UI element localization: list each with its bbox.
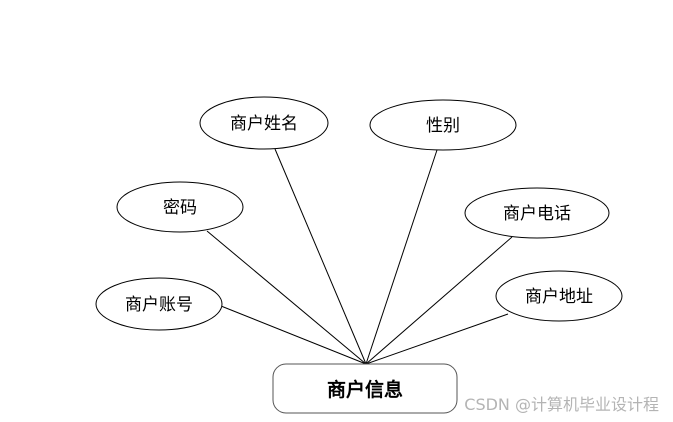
attribute-merchant-account[interactable]: 商户账号 xyxy=(95,277,223,331)
connectors xyxy=(206,148,513,365)
attribute-ellipse xyxy=(464,187,610,239)
attribute-ellipse xyxy=(95,277,223,331)
attribute-ellipse xyxy=(369,99,517,151)
attribute-gender[interactable]: 性别 xyxy=(369,99,517,151)
attribute-ellipse xyxy=(116,181,244,233)
attribute-merchant-address[interactable]: 商户地址 xyxy=(495,270,623,322)
attribute-password[interactable]: 密码 xyxy=(116,181,244,233)
connector-merchant-phone xyxy=(365,236,513,365)
attribute-label: 商户电话 xyxy=(503,204,571,224)
entity-box xyxy=(272,363,458,414)
attribute-merchant-name[interactable]: 商户姓名 xyxy=(199,96,329,150)
attribute-ellipse xyxy=(199,96,329,150)
connector-password xyxy=(206,230,367,365)
attribute-label: 商户地址 xyxy=(525,287,593,307)
connector-gender xyxy=(365,149,438,365)
attribute-label: 商户账号 xyxy=(125,295,193,315)
attribute-label: 性别 xyxy=(426,116,460,136)
connector-merchant-account xyxy=(220,305,367,365)
entity-merchant-info[interactable]: 商户信息 xyxy=(272,363,458,414)
attribute-label: 商户姓名 xyxy=(230,114,298,134)
connector-merchant-address xyxy=(365,313,509,365)
attribute-ellipse xyxy=(495,270,623,322)
connector-merchant-name xyxy=(274,148,367,365)
watermark-text: CSDN @计算机毕业设计程 xyxy=(464,395,659,414)
attribute-label: 密码 xyxy=(163,198,197,218)
entity-label: 商户信息 xyxy=(327,378,403,401)
attribute-merchant-phone[interactable]: 商户电话 xyxy=(464,187,610,239)
